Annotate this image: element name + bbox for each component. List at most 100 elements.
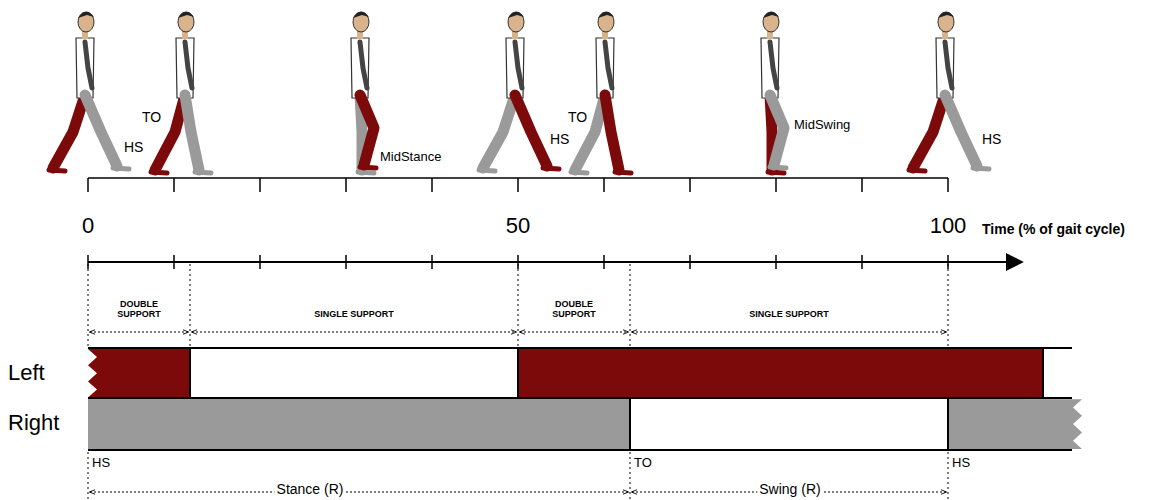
right-leg xyxy=(483,95,515,168)
event-label: HS xyxy=(122,140,145,155)
phase-label: Stance (R) xyxy=(275,482,346,497)
axis-tick xyxy=(947,178,949,192)
hair xyxy=(598,12,614,18)
torso xyxy=(506,38,524,98)
support-bracket xyxy=(90,332,188,333)
foot xyxy=(571,172,587,173)
axis-tick xyxy=(87,178,89,192)
bar-border xyxy=(88,397,1072,399)
arm xyxy=(770,42,777,88)
hair xyxy=(763,12,779,18)
walking-person xyxy=(351,12,376,173)
foot xyxy=(768,172,784,173)
guide-line xyxy=(518,264,519,346)
phase-label: HS xyxy=(92,456,110,470)
guide-line xyxy=(190,264,191,346)
arm xyxy=(360,42,367,88)
torso xyxy=(176,38,194,98)
left-leg xyxy=(515,95,547,166)
foot xyxy=(770,167,786,168)
time-tick xyxy=(431,255,433,269)
axis-tick xyxy=(861,178,863,192)
right-leg xyxy=(185,95,199,170)
time-tick xyxy=(517,255,519,269)
event-label: HS xyxy=(980,132,1003,147)
axis-number: 50 xyxy=(506,214,530,238)
row-label: Right xyxy=(8,411,59,435)
walking-person xyxy=(909,12,989,171)
bar-border xyxy=(947,398,949,450)
time-tick xyxy=(259,255,261,269)
hair xyxy=(938,12,954,18)
left-stance-bar xyxy=(88,349,190,398)
walking-person xyxy=(479,12,559,171)
time-tick xyxy=(947,255,949,269)
foot xyxy=(360,167,376,168)
support-label: DOUBLE SUPPORT xyxy=(110,300,168,320)
hair xyxy=(178,12,194,18)
hair xyxy=(78,12,94,18)
head xyxy=(508,12,524,32)
head xyxy=(763,12,779,32)
foot xyxy=(358,172,374,173)
contact-bars xyxy=(88,348,1082,450)
guide-line xyxy=(948,452,949,500)
support-label: DOUBLE SUPPORT xyxy=(545,300,603,320)
torso xyxy=(76,38,94,98)
torso xyxy=(351,38,369,98)
right-leg xyxy=(85,95,117,166)
axis-tick xyxy=(345,178,347,192)
left-leg xyxy=(360,95,374,165)
time-tick xyxy=(345,255,347,269)
foot xyxy=(973,168,989,169)
foot xyxy=(543,168,559,169)
guide-line xyxy=(948,264,949,346)
right-leg xyxy=(575,95,605,170)
torso xyxy=(596,38,614,98)
left-leg xyxy=(913,95,945,168)
bar-border xyxy=(1042,348,1044,398)
right-leg xyxy=(770,95,784,165)
phase-bracket xyxy=(90,492,628,493)
time-tick xyxy=(861,255,863,269)
time-tick xyxy=(173,255,175,269)
axis-tick xyxy=(173,178,175,192)
time-tick xyxy=(775,255,777,269)
event-label: TO xyxy=(140,110,163,125)
left-leg xyxy=(53,95,85,168)
bar-border xyxy=(189,348,191,398)
bar-border xyxy=(517,348,519,398)
phase-label: Swing (R) xyxy=(757,482,822,497)
bar-border xyxy=(629,398,631,450)
head xyxy=(353,12,369,32)
axis-number: 0 xyxy=(82,214,94,238)
axis-tick xyxy=(431,178,433,192)
time-tick xyxy=(603,255,605,269)
time-axis xyxy=(88,255,1022,269)
hair xyxy=(353,12,369,18)
guide-line xyxy=(630,452,631,500)
axis-tick xyxy=(603,178,605,192)
walking-person xyxy=(761,12,786,173)
foot xyxy=(615,172,631,173)
foot xyxy=(909,170,925,171)
bar-border xyxy=(88,449,1072,451)
event-label: TO xyxy=(566,110,589,125)
arm xyxy=(85,42,92,88)
foot xyxy=(49,170,65,171)
phase-label: TO xyxy=(634,456,652,470)
phase-label: HS xyxy=(952,456,970,470)
support-bracket xyxy=(632,332,946,333)
arm xyxy=(605,42,612,88)
head xyxy=(178,12,194,32)
axis-tick xyxy=(259,178,261,192)
axis-number: 100 xyxy=(930,214,967,238)
bar-border xyxy=(88,347,1072,349)
left-stance-bar xyxy=(518,349,1043,398)
axis-tick xyxy=(689,178,691,192)
foot xyxy=(113,168,129,169)
right-stance-bar xyxy=(88,399,630,449)
axis-tick xyxy=(517,178,519,192)
arm xyxy=(515,42,522,88)
